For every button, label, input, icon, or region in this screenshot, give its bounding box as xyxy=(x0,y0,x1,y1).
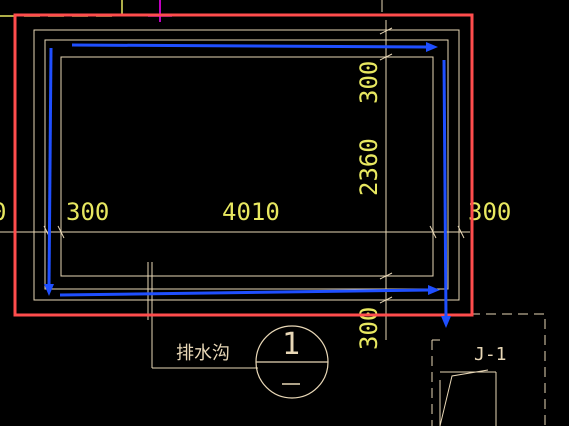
flow-arrows xyxy=(44,42,451,328)
dim-tick-left-inner xyxy=(57,225,65,239)
dim-label-left-300: 300 xyxy=(66,198,109,226)
dim-label-4010: 4010 xyxy=(222,198,280,226)
vdim-tick-top xyxy=(379,27,393,35)
foundation-outline-dashed xyxy=(438,313,546,426)
vdim-tick-lower xyxy=(379,272,393,280)
dim-label-left-partial: 0 xyxy=(0,198,6,226)
pit-inner-outline xyxy=(60,56,434,277)
dim-label-top-300: 300 xyxy=(355,61,383,104)
arrow-top-head xyxy=(426,42,438,52)
highlight-selection-rect[interactable] xyxy=(13,13,474,317)
vdim-tick-upper xyxy=(379,53,393,61)
pit-middle-outline xyxy=(44,39,449,290)
arrow-left-head xyxy=(44,284,54,296)
dim-tick-right xyxy=(457,225,465,239)
callout-number: 1 xyxy=(282,327,300,362)
arrow-top-line xyxy=(71,43,429,49)
dim-label-bottom-300: 300 xyxy=(355,307,383,350)
arrow-bottom-line xyxy=(59,288,431,297)
pit-outer-outline xyxy=(33,29,460,301)
foundation-slope-line xyxy=(439,369,489,426)
foundation-tag: J-1 xyxy=(474,344,507,365)
arrow-left-line xyxy=(47,47,53,287)
dim-label-2360: 2360 xyxy=(355,138,383,196)
dim-tick-right-inner xyxy=(429,225,437,239)
drainage-ditch-label: 排水沟 xyxy=(176,343,230,364)
arrow-bottom-head xyxy=(428,285,440,295)
arrow-right-line xyxy=(442,59,448,319)
vdim-tick-bottom xyxy=(379,296,393,304)
dim-label-right-300: 300 xyxy=(468,198,511,226)
arrow-right-head xyxy=(441,316,451,328)
